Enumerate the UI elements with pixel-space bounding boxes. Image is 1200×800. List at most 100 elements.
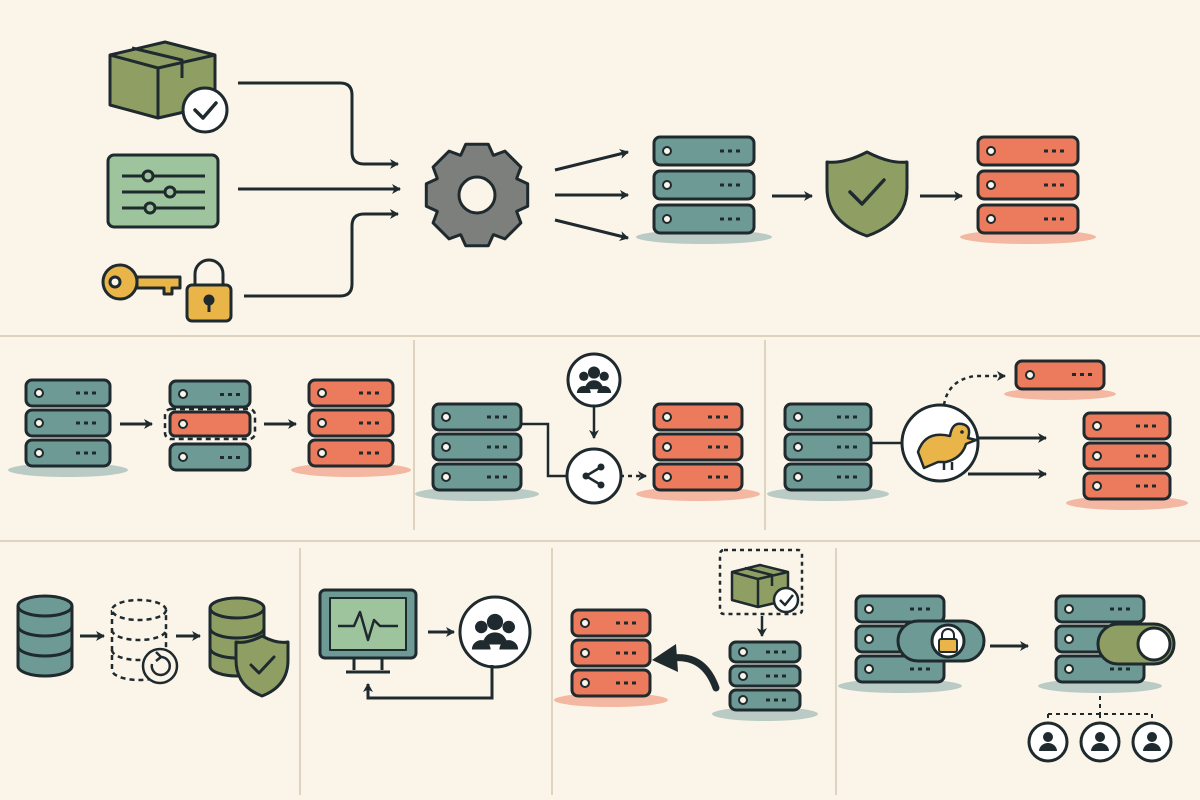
panel-feature-flag	[838, 594, 1176, 763]
dashed-canary-arrow	[942, 371, 1006, 406]
server-vent	[708, 415, 712, 419]
server-vent	[84, 421, 88, 425]
server-led	[662, 442, 672, 452]
teal-server-stack	[8, 378, 128, 477]
server-vent	[1144, 454, 1148, 458]
server-vent	[774, 650, 778, 654]
server-vent	[736, 183, 740, 187]
server-vent	[495, 415, 499, 419]
server-unit	[24, 378, 112, 408]
server-vent	[1126, 667, 1130, 671]
monitor-pulse-icon	[318, 588, 418, 674]
server-led	[1092, 421, 1102, 431]
server-vent	[375, 451, 379, 455]
server-vent	[845, 415, 849, 419]
server-led	[864, 664, 874, 674]
avatar-head	[1043, 732, 1053, 742]
server-vent	[766, 698, 770, 702]
server-vent	[1052, 149, 1056, 153]
server-vent	[616, 621, 620, 625]
coral-server-stack	[554, 608, 668, 707]
server-led	[317, 388, 327, 398]
person-body	[482, 632, 508, 645]
server-unit	[783, 462, 873, 492]
fanout-lines	[1047, 696, 1153, 728]
server-unit	[431, 432, 523, 462]
server-vent	[1052, 217, 1056, 221]
server-vent	[926, 607, 930, 611]
server-vent	[853, 475, 857, 479]
server-unit	[976, 203, 1080, 235]
server-vent	[1118, 667, 1122, 671]
server-vent	[782, 650, 786, 654]
server-vent	[495, 475, 499, 479]
server-vent	[720, 149, 724, 153]
canary-bird-icon	[900, 403, 980, 483]
server-unit	[1054, 594, 1146, 624]
server-led	[986, 146, 996, 156]
gear-output-arrows	[554, 149, 629, 241]
line-server-to-router	[522, 422, 566, 478]
server-vent	[837, 445, 841, 449]
server-led	[738, 647, 748, 657]
server-vent	[728, 217, 732, 221]
person-head	[587, 366, 601, 379]
server-vent	[1136, 484, 1140, 488]
server-unit	[1082, 441, 1172, 471]
server-unit	[976, 135, 1080, 167]
server-vent	[495, 445, 499, 449]
server-unit	[307, 378, 395, 408]
server-led	[738, 671, 748, 681]
circle	[566, 352, 622, 408]
server-led	[864, 604, 874, 614]
share-node	[597, 463, 605, 471]
server-vent	[1052, 183, 1056, 187]
panel-rolling-update	[8, 378, 411, 477]
server-vent	[616, 681, 620, 685]
server-led	[1064, 664, 1074, 674]
server-led	[580, 648, 590, 658]
server-unit	[783, 432, 873, 462]
server-unit	[976, 169, 1080, 201]
rolling-server-stack	[163, 379, 257, 472]
server-vent	[1126, 607, 1130, 611]
server-vent	[1152, 424, 1156, 428]
server-led	[793, 442, 803, 452]
server-unit	[652, 169, 756, 201]
server-vent	[84, 391, 88, 395]
server-vent	[632, 681, 636, 685]
server-led	[662, 180, 672, 190]
server-vent	[708, 475, 712, 479]
server-vent	[1144, 424, 1148, 428]
server-unit	[307, 438, 395, 468]
server-unit	[652, 462, 744, 492]
server-led	[738, 695, 748, 705]
panel-backup-restore	[16, 594, 290, 698]
server-led	[34, 388, 44, 398]
server-vent	[1118, 607, 1122, 611]
server-vent	[632, 651, 636, 655]
person-head	[579, 371, 589, 381]
person-body	[584, 380, 604, 390]
server-unit	[24, 438, 112, 468]
server-vent	[1060, 149, 1064, 153]
restore-icon	[141, 647, 179, 685]
server-vent	[624, 651, 628, 655]
team-circle-icon	[458, 595, 532, 669]
share-node	[582, 472, 590, 480]
server-led	[662, 412, 672, 422]
server-vent	[724, 445, 728, 449]
server-vent	[1044, 149, 1048, 153]
server-vent	[487, 415, 491, 419]
server-vent	[1152, 454, 1156, 458]
server-vent	[766, 650, 770, 654]
server-vent	[359, 451, 363, 455]
server-led	[441, 412, 451, 422]
teal-server-stack	[636, 135, 772, 244]
server-unit	[854, 594, 946, 624]
key-lock-icon	[101, 258, 233, 323]
server-led	[1064, 634, 1074, 644]
row-dividers	[0, 335, 1200, 795]
toggle-off-locked	[896, 619, 986, 663]
